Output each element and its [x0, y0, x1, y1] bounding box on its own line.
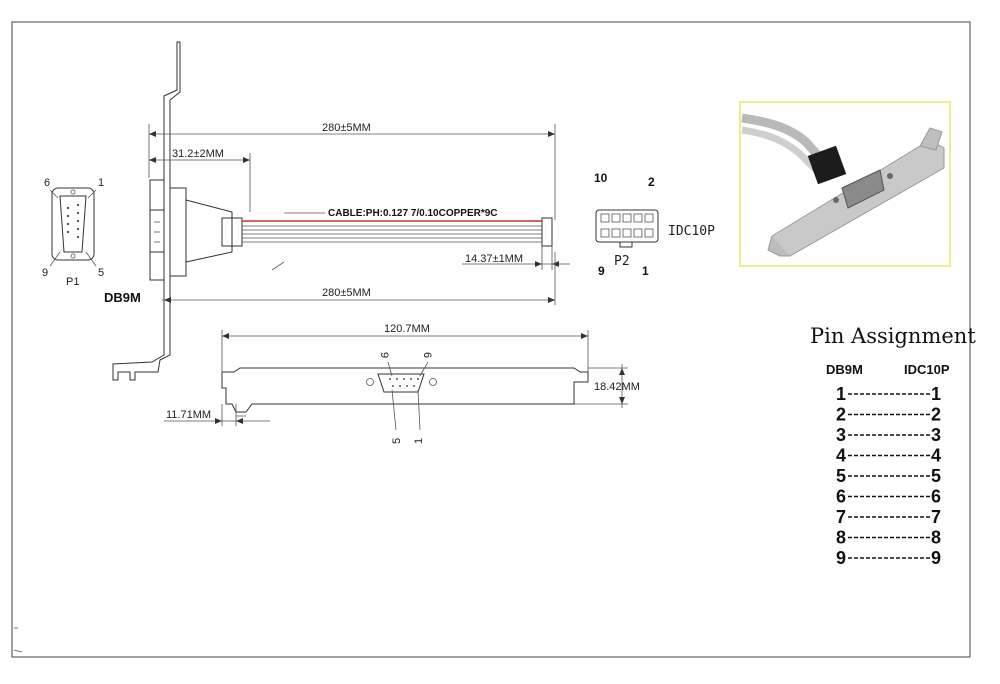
pin-row-db9m: 2 [836, 405, 846, 425]
pin-row-db9m: 7 [836, 507, 846, 527]
pin-row-idc10p: 1 [931, 384, 941, 404]
pin-row-db9m: 8 [836, 528, 846, 548]
db9-pin-9-label: 9 [42, 267, 48, 279]
svg-text:280±5MM: 280±5MM [322, 287, 371, 299]
svg-text:280±5MM: 280±5MM [322, 122, 371, 134]
pin-row-idc10p: 7 [931, 507, 941, 527]
db9-label: DB9M [104, 290, 141, 305]
idc-pin-9-label: 9 [598, 264, 605, 278]
p1-label: P1 [66, 276, 79, 288]
pin-row-idc10p: 4 [931, 446, 941, 466]
bracket-pin-9-label: 9 [378, 352, 390, 358]
pin-row-db9m: 9 [836, 548, 846, 568]
svg-text:18.42MM: 18.42MM [594, 381, 640, 393]
svg-text:31.2±2MM: 31.2±2MM [172, 148, 224, 160]
db9-connector-side [149, 179, 243, 281]
idc10p-front-view [595, 209, 659, 248]
ribbon-cable [242, 220, 542, 243]
dim-cable-length-bottom: 280±5MM [162, 252, 556, 305]
pin-row-idc10p: 2 [931, 405, 941, 425]
bracket-pin-1-label: 1 [413, 438, 425, 444]
pin-row-db9m: 6 [836, 487, 846, 507]
pin-row-db9m: 1 [836, 384, 846, 404]
pin-assignment-title: Pin Assignment [810, 324, 976, 348]
pin-row-idc10p: 3 [931, 425, 941, 445]
db9-front-view [49, 187, 97, 267]
dim-bracket-tab: 11.71MM [164, 404, 270, 426]
dim-bracket-height: 18.42MM [574, 364, 640, 408]
db9-pin-6-label: 6 [44, 177, 50, 189]
pin-col-db9m: DB9M [826, 362, 863, 377]
pin-row-idc10p: 8 [931, 528, 941, 548]
svg-text:14.37±1MM: 14.37±1MM [465, 253, 523, 265]
bracket-pin-5-label: 5 [391, 438, 403, 444]
p2-label: P2 [614, 254, 630, 269]
pin-col-idc10p: IDC10P [904, 362, 950, 377]
idc10p-label: IDC10P [668, 224, 715, 239]
idc-pin-2-label: 2 [648, 175, 655, 189]
bracket-side-profile [112, 41, 181, 381]
pin-row-idc10p: 6 [931, 487, 941, 507]
pin-row-db9m: 4 [836, 446, 846, 466]
pin-row-idc10p: 5 [931, 466, 941, 486]
svg-text:11.71MM: 11.71MM [166, 409, 211, 421]
db9-pin-5-label: 5 [98, 267, 104, 279]
product-photo [739, 101, 951, 267]
db9-pin-1-label: 1 [98, 177, 104, 189]
bracket-front-view [221, 361, 589, 431]
dim-bracket-width: 120.7MM [221, 323, 589, 372]
bracket-pin-6-label: 6 [421, 352, 433, 358]
idc-connector-side [541, 217, 553, 247]
dim-idc-depth: 14.37±1MM [462, 246, 570, 270]
drawing-frame [11, 21, 971, 658]
svg-text:120.7MM: 120.7MM [384, 323, 430, 335]
pin-row-db9m: 5 [836, 466, 846, 486]
cable-spec-label: CABLE:PH:0.127 7/0.10COPPER*9C [328, 208, 498, 219]
dim-cable-length-top: 280±5MM [148, 122, 556, 220]
idc-pin-10-label: 10 [594, 171, 608, 185]
dim-bracket-offset: 31.2±2MM [149, 148, 251, 212]
pin-row-idc10p: 9 [931, 548, 941, 568]
idc-pin-1-label: 1 [642, 264, 649, 278]
pin-row-db9m: 3 [836, 425, 846, 445]
